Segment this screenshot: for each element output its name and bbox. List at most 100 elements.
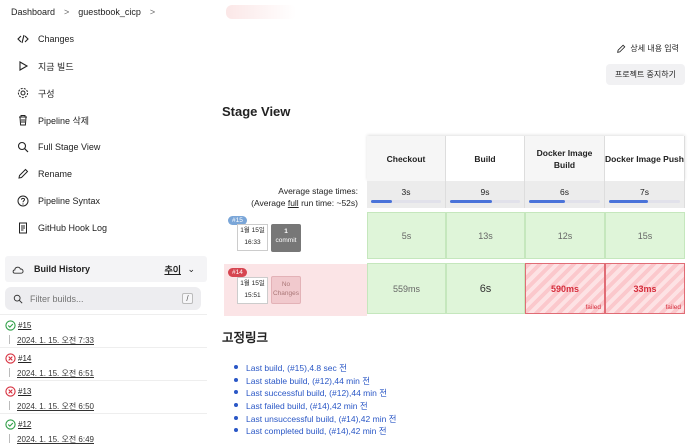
success-check-icon bbox=[5, 419, 16, 430]
avg-time-fill bbox=[529, 200, 565, 203]
build-number-link[interactable]: #12 bbox=[18, 420, 32, 429]
build-date-link[interactable]: 2024. 1. 15. 오전 6:51 bbox=[17, 369, 94, 378]
stage-cell[interactable]: 559ms bbox=[367, 263, 446, 314]
trash-icon bbox=[19, 115, 27, 126]
build-date-link[interactable]: 2024. 1. 15. 오전 6:50 bbox=[17, 402, 94, 411]
permalink-item[interactable]: Last unsuccessful build, (#14),42 min 전 bbox=[232, 413, 397, 426]
stage-cell[interactable]: 15s bbox=[605, 212, 685, 259]
permalink-item[interactable]: Last stable build, (#12),44 min 전 bbox=[232, 375, 397, 388]
failed-x-icon bbox=[5, 353, 16, 364]
stage-header-docker-image-build: Docker Image Build bbox=[525, 136, 605, 181]
avg-label-post: run time: ~52s) bbox=[298, 198, 358, 208]
avg-time-fill bbox=[609, 200, 649, 203]
sidebar-item-label: 구성 bbox=[38, 88, 55, 99]
permalinks-title: 고정링크 bbox=[222, 331, 269, 345]
success-check-icon bbox=[5, 320, 16, 331]
build-number-link[interactable]: #13 bbox=[18, 387, 32, 396]
commit-count: No bbox=[281, 281, 291, 288]
run-date: 1월 15일 bbox=[240, 227, 265, 234]
failed-tag: failed bbox=[585, 304, 601, 311]
commit-count: 1 bbox=[284, 228, 288, 235]
avg-time-bar bbox=[529, 200, 600, 203]
sidebar-item-pipeline-syntax[interactable]: Pipeline Syntax bbox=[17, 192, 100, 210]
sidebar-item-label: Pipeline Syntax bbox=[38, 196, 101, 206]
gear-icon bbox=[17, 87, 29, 99]
stage-cell-time: 590ms bbox=[550, 283, 580, 294]
stage-cell[interactable]: 6s bbox=[446, 263, 525, 314]
avg-time-cell: 7s bbox=[605, 181, 685, 208]
edit-description-label: 상세 내용 입력 bbox=[630, 44, 679, 53]
breadcrumb-dashboard[interactable]: Dashboard bbox=[11, 7, 56, 17]
sidebar-item-label: Pipeline 삭제 bbox=[38, 115, 90, 126]
filter-builds-input[interactable] bbox=[30, 293, 180, 304]
sidebar-item-build-now[interactable]: 지금 빌드 bbox=[17, 57, 74, 75]
avg-time-bar bbox=[450, 200, 520, 203]
build-number-link[interactable]: #14 bbox=[18, 354, 32, 363]
build-history-header: Build History 추이 ⌄ bbox=[5, 256, 207, 282]
stage-cell-failed[interactable]: 590ms failed bbox=[525, 263, 605, 314]
run-commit-box[interactable]: No Changes bbox=[271, 276, 301, 304]
stage-header-docker-image-push: Docker Image Push bbox=[605, 136, 685, 181]
breadcrumb: Dashboard > guestbook_cicp > bbox=[0, 0, 697, 24]
build-row[interactable]: #13 2024. 1. 15. 오전 6:50 bbox=[0, 380, 207, 413]
stage-cell-time: 5s bbox=[401, 230, 412, 241]
build-row[interactable]: #15 2024. 1. 15. 오전 7:33 bbox=[0, 314, 207, 347]
build-row-divider bbox=[9, 434, 10, 443]
build-history-title: Build History bbox=[34, 264, 91, 274]
sidebar-item-rename[interactable]: Rename bbox=[17, 165, 72, 183]
sidebar-item-label: Rename bbox=[38, 169, 73, 179]
sidebar: Changes 지금 빌드 구성 Pipeline 삭제 Full Stage … bbox=[0, 24, 207, 444]
run-time: 16:33 bbox=[244, 239, 261, 246]
build-date-link[interactable]: 2024. 1. 15. 오전 7:33 bbox=[17, 336, 94, 345]
permalink-item[interactable]: Last build, (#15),4.8 sec 전 bbox=[232, 362, 397, 375]
stage-cell[interactable]: 5s bbox=[367, 212, 446, 259]
stage-header-row: Checkout Build Docker Image Build Docker… bbox=[367, 136, 685, 181]
stage-cell[interactable]: 13s bbox=[446, 212, 525, 259]
build-row[interactable]: #12 2024. 1. 15. 오전 6:49 bbox=[0, 413, 207, 444]
avg-time-cell: 3s bbox=[367, 181, 446, 208]
stage-cell-time: 12s bbox=[557, 230, 573, 241]
permalink-item[interactable]: Last successful build, (#12),44 min 전 bbox=[232, 387, 397, 400]
permalink-item[interactable]: Last completed build, (#14),42 min 전 bbox=[232, 425, 397, 438]
main-content: 상세 내용 입력 프로젝트 중지하기 Stage View Average st… bbox=[207, 24, 697, 444]
search-icon bbox=[13, 294, 23, 304]
permalink-item[interactable]: Last failed build, (#14),42 min 전 bbox=[232, 400, 397, 413]
sidebar-item-github-hook-log[interactable]: GitHub Hook Log bbox=[17, 219, 107, 237]
avg-time-value: 7s bbox=[640, 187, 649, 197]
sidebar-item-changes[interactable]: Changes bbox=[17, 30, 74, 48]
run-date: 1월 15일 bbox=[240, 280, 265, 287]
run-badge[interactable]: #15 bbox=[228, 216, 247, 225]
build-date-link[interactable]: 2024. 1. 15. 오전 6:49 bbox=[17, 435, 94, 444]
stage-cell[interactable]: 12s bbox=[525, 212, 605, 259]
permalinks-list: Last build, (#15),4.8 sec 전 Last stable … bbox=[232, 362, 397, 438]
document-icon bbox=[19, 222, 27, 234]
build-row[interactable]: #14 2024. 1. 15. 오전 6:51 bbox=[0, 347, 207, 380]
sidebar-item-delete-pipeline[interactable]: Pipeline 삭제 bbox=[17, 111, 89, 129]
stage-cell-time: 15s bbox=[637, 230, 653, 241]
build-row-divider bbox=[9, 335, 10, 344]
stage-header-build: Build bbox=[446, 136, 525, 181]
stage-cell-time: 13s bbox=[478, 230, 493, 241]
breadcrumb-separator-icon: > bbox=[64, 7, 70, 17]
breadcrumb-project[interactable]: guestbook_cicp bbox=[78, 7, 141, 17]
edit-description-link[interactable]: 상세 내용 입력 bbox=[616, 43, 679, 54]
avg-time-bar bbox=[371, 200, 441, 203]
sidebar-item-label: Changes bbox=[38, 34, 75, 44]
chevron-down-icon[interactable]: ⌄ bbox=[187, 263, 195, 274]
run-date-box: 1월 15일 15:51 bbox=[237, 277, 268, 304]
breadcrumb-separator-icon[interactable]: > bbox=[149, 7, 156, 17]
run-commit-box[interactable]: 1 commit bbox=[271, 224, 301, 252]
help-circle-icon bbox=[17, 195, 29, 207]
full-run-link[interactable]: full bbox=[287, 198, 299, 208]
build-history-trend-link[interactable]: 추이 bbox=[164, 264, 181, 275]
filter-builds-box: / bbox=[5, 287, 201, 310]
commit-label: Changes bbox=[272, 290, 300, 297]
disable-project-button[interactable]: 프로젝트 중지하기 bbox=[605, 64, 685, 85]
failed-x-icon bbox=[5, 386, 16, 397]
run-badge[interactable]: #14 bbox=[228, 268, 247, 277]
sidebar-item-configure[interactable]: 구성 bbox=[17, 84, 55, 102]
build-number-link[interactable]: #15 bbox=[18, 321, 32, 330]
code-icon bbox=[17, 34, 29, 44]
sidebar-item-full-stage-view[interactable]: Full Stage View bbox=[17, 138, 100, 156]
